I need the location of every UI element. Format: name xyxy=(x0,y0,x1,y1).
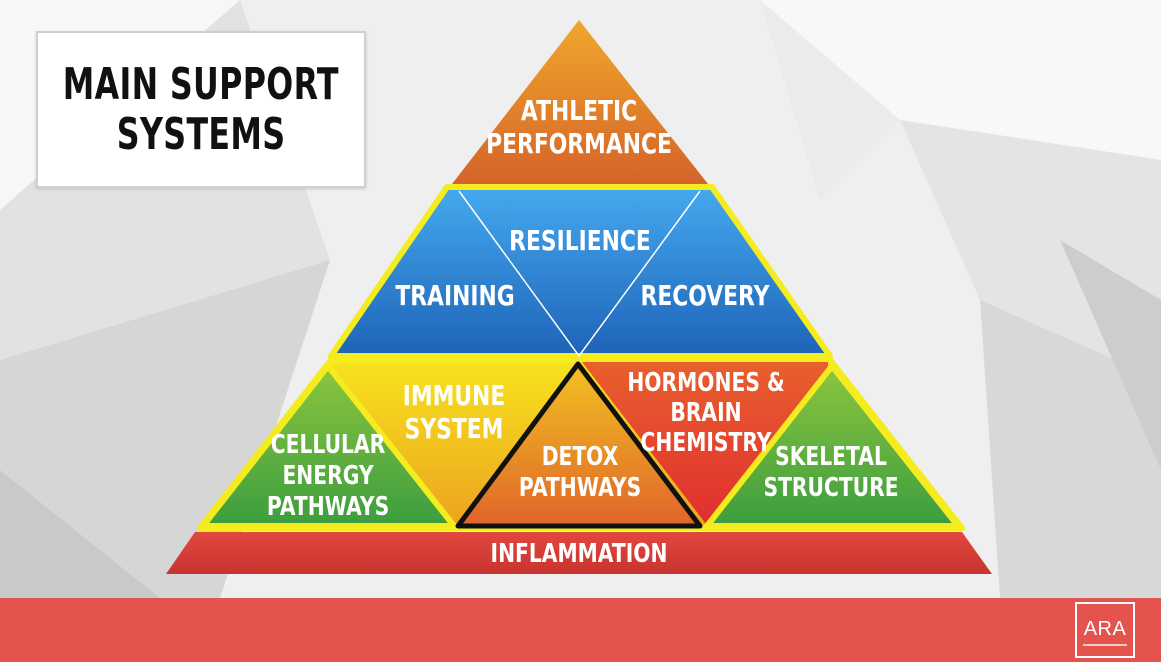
label-cellular-1: CELLULAR xyxy=(271,430,386,460)
label-athletic-1: ATHLETIC xyxy=(521,94,637,126)
label-athletic-2: PERFORMANCE xyxy=(486,127,672,159)
label-recovery: RECOVERY xyxy=(641,279,771,311)
label-training: TRAINING xyxy=(395,279,514,311)
label-immune-2: SYSTEM xyxy=(405,412,504,444)
footer-bar xyxy=(0,598,1161,662)
ara-logo: ARA xyxy=(1075,602,1135,658)
skeletal-segment xyxy=(704,363,961,529)
label-skeletal-1: SKELETAL xyxy=(775,442,887,472)
logo-text: ARA xyxy=(1083,618,1127,640)
label-immune-1: IMMUNE xyxy=(403,379,505,411)
label-hormones-1: HORMONES & xyxy=(627,368,784,398)
middle-tier-outline xyxy=(328,184,833,359)
label-resilience: RESILIENCE xyxy=(509,224,651,256)
label-hormones-2: BRAIN xyxy=(670,398,741,428)
label-detox-1: DETOX xyxy=(542,442,619,472)
cellular-energy-segment xyxy=(200,363,457,529)
label-cellular-3: PATHWAYS xyxy=(267,492,389,522)
resilience-divider xyxy=(458,190,701,358)
title-line-1: MAIN SUPPORT xyxy=(62,58,340,110)
label-cellular-2: ENERGY xyxy=(282,461,374,491)
label-hormones-3: CHEMISTRY xyxy=(641,428,773,458)
title-box: MAIN SUPPORT SYSTEMS xyxy=(36,31,366,188)
detox-segment xyxy=(455,361,703,529)
logo-fine-print xyxy=(1083,644,1127,646)
inflammation-segment xyxy=(166,532,992,574)
title-line-2: SYSTEMS xyxy=(116,108,286,160)
athletic-performance-segment xyxy=(452,20,708,184)
label-detox-2: PATHWAYS xyxy=(519,473,641,503)
label-skeletal-2: STRUCTURE xyxy=(763,473,898,503)
label-inflammation: INFLAMMATION xyxy=(491,539,668,569)
